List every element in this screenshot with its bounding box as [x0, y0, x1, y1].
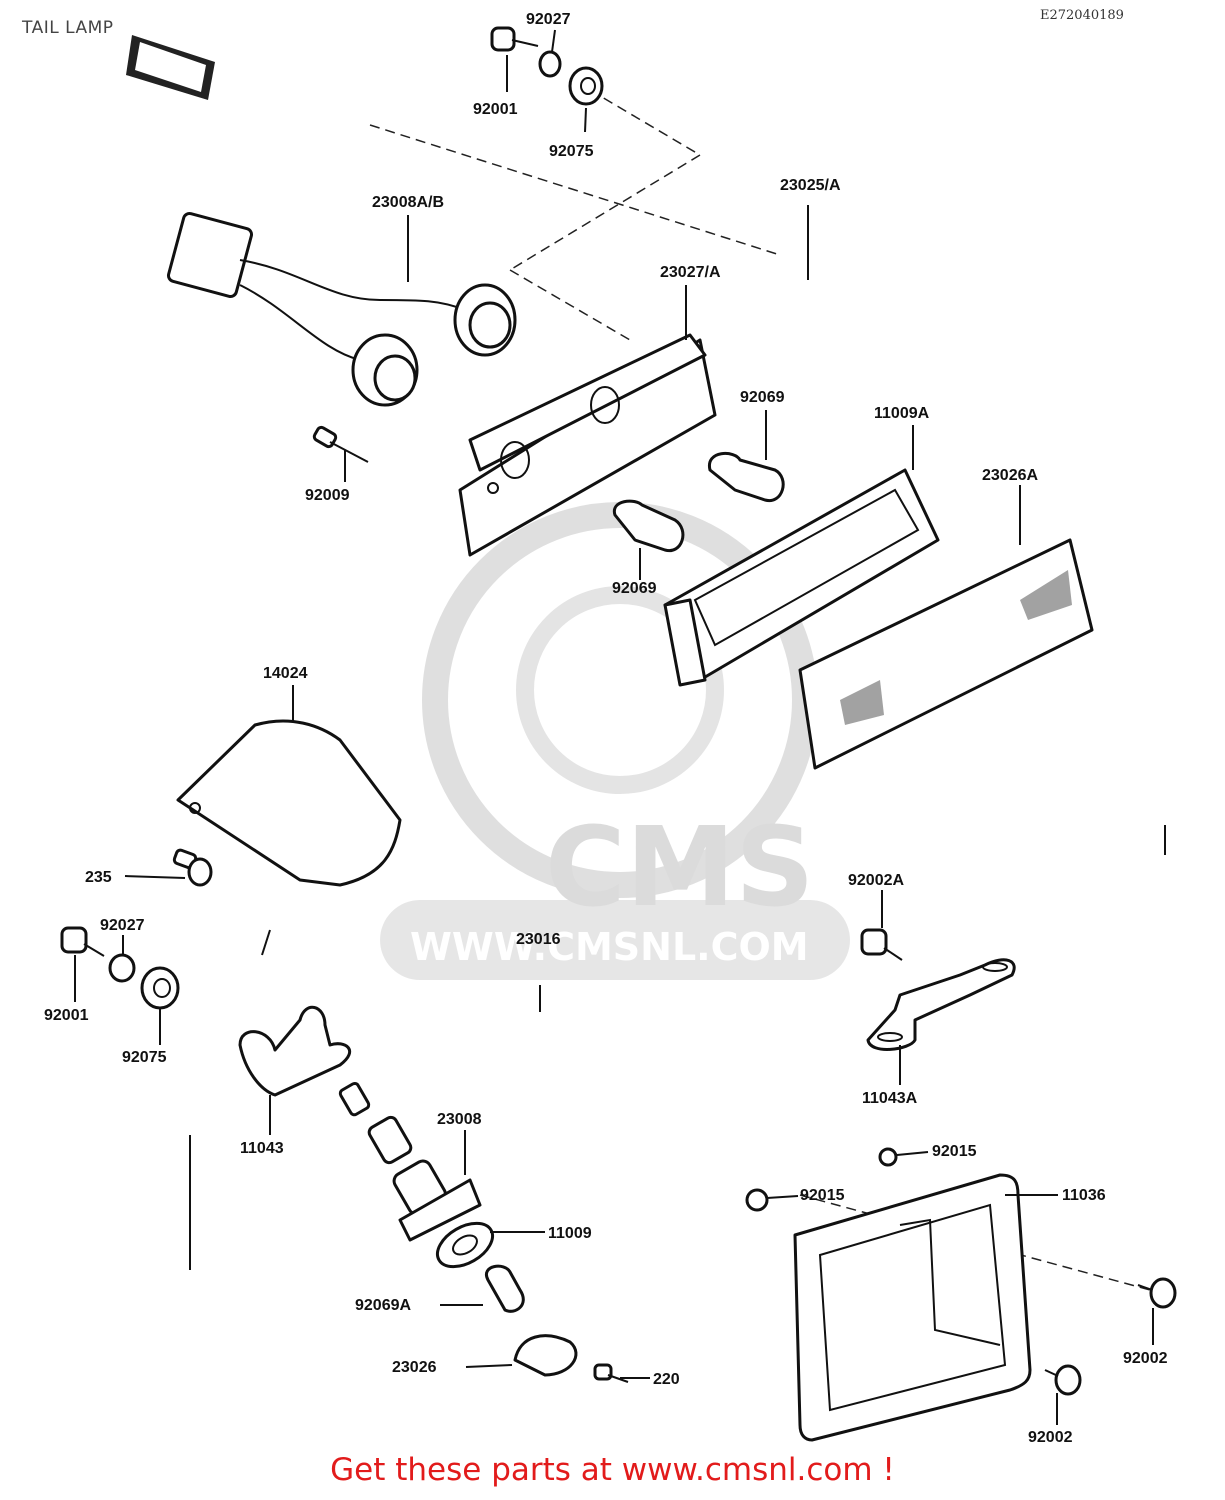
label-23016: 23016 [516, 931, 561, 948]
label-23025A: 23025/A [780, 177, 841, 194]
label-11036: 11036 [1062, 1187, 1106, 1204]
screw-92009 [312, 425, 369, 463]
bulb-92069-upper [708, 451, 785, 502]
grommet-92075-mid [140, 966, 180, 1010]
lens-23026A [798, 538, 1094, 770]
screw-235 [172, 848, 213, 887]
label-23026: 23026 [392, 1359, 437, 1376]
label-220: 220 [653, 1371, 680, 1388]
collar-92027-mid [108, 953, 136, 983]
screw-220 [593, 1363, 629, 1383]
cta-link[interactable]: Get these parts at www.cmsnl.com ! [330, 1452, 895, 1488]
label-92001-mid: 92001 [44, 1007, 89, 1024]
nut-92015-b [745, 1188, 769, 1212]
label-11043: 11043 [240, 1140, 284, 1157]
bulb-92069-lower [612, 499, 685, 553]
gasket-11009 [436, 1221, 494, 1269]
bolt-92002-right [1137, 1277, 1177, 1309]
label-14024: 14024 [263, 665, 308, 682]
gasket-11009A [663, 468, 940, 687]
label-11043A: 11043A [862, 1090, 918, 1107]
lamp-housing-23027A [458, 333, 717, 557]
label-92069-upper: 92069 [740, 389, 785, 406]
label-11009A: 11009A [874, 405, 930, 422]
label-23008AB: 23008A/B [372, 194, 444, 211]
label-92027-mid: 92027 [100, 917, 145, 934]
socket-23008 [338, 1081, 482, 1242]
label-92015-upper: 92015 [932, 1143, 977, 1160]
label-235: 235 [85, 869, 112, 886]
stray-marks [189, 825, 1166, 1270]
label-92069-lower: 92069 [612, 580, 657, 597]
bracket-11043 [238, 1006, 352, 1097]
cover-14024 [176, 719, 402, 887]
label-92075-top: 92075 [549, 143, 594, 160]
nut-92015-a [878, 1147, 898, 1167]
label-92002-bottom: 92002 [1028, 1429, 1073, 1446]
bolt-92002A [860, 928, 903, 961]
front-tag [126, 35, 215, 100]
guide-lines [369, 89, 1151, 1291]
label-92075-mid: 92075 [122, 1049, 167, 1066]
label-23027A: 23027/A [660, 264, 721, 281]
label-92069A: 92069A [355, 1297, 411, 1314]
label-23008: 23008 [437, 1111, 482, 1128]
label-92027-top: 92027 [526, 11, 571, 28]
bulb-92069A [484, 1264, 525, 1313]
label-23026A: 23026A [982, 467, 1038, 484]
watermark-brand: CMS [545, 803, 814, 931]
label-92001-top: 92001 [473, 101, 518, 118]
bolt-92002-bottom [1044, 1364, 1082, 1396]
label-92002A: 92002A [848, 872, 904, 889]
label-92002-right: 92002 [1123, 1350, 1168, 1367]
socket-harness-23008AB [166, 211, 517, 407]
diagram-title: TAIL LAMP [22, 18, 114, 38]
cms-watermark-logo: CMS WWW.CMSNL.COM [380, 502, 850, 980]
label-92015-lower: 92015 [800, 1187, 845, 1204]
diagram-code: E272040189 [1040, 8, 1124, 23]
plate-bracket-11036 [793, 1173, 1032, 1442]
grommet-92075-top [568, 66, 604, 106]
label-92009: 92009 [305, 487, 350, 504]
part-labels: 92027 92001 92075 23008A/B 23025/A 23027… [44, 11, 1168, 1446]
collar-92027-top [538, 50, 562, 78]
bolt-92001-mid [60, 926, 105, 957]
bolt-92001-top [490, 26, 539, 52]
leader-lines [74, 29, 1154, 1425]
watermark-url: WWW.CMSNL.COM [410, 925, 809, 969]
lens-23026 [513, 1334, 578, 1377]
bracket-11043A [866, 958, 1016, 1051]
label-11009: 11009 [548, 1225, 592, 1242]
